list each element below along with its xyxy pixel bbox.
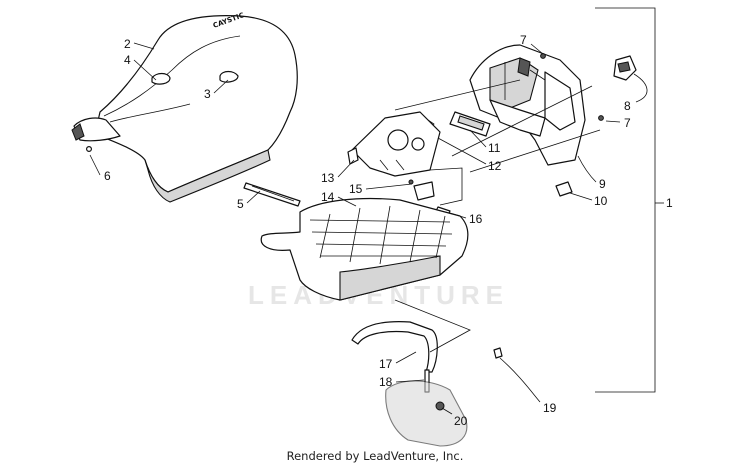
svg-text:4: 4 — [124, 53, 131, 67]
clip — [555, 181, 573, 197]
callout-18: 18 — [379, 375, 425, 389]
svg-text:1: 1 — [666, 196, 673, 210]
seat-assembly: CAYSTIC — [71, 11, 298, 203]
svg-text:10: 10 — [594, 194, 608, 208]
svg-text:17: 17 — [379, 357, 393, 371]
callout-8: 8 — [624, 73, 648, 113]
svg-text:7: 7 — [624, 116, 631, 130]
callout-2: 2 — [124, 37, 155, 51]
svg-text:13: 13 — [321, 171, 335, 185]
svg-text:3: 3 — [204, 87, 211, 101]
callout-7a: 7 — [520, 33, 544, 55]
svg-text:2: 2 — [124, 37, 131, 51]
svg-text:8: 8 — [624, 99, 631, 113]
svg-text:15: 15 — [349, 182, 363, 196]
svg-text:5: 5 — [237, 197, 244, 211]
bumper-pad — [449, 111, 491, 137]
svg-text:7: 7 — [520, 33, 527, 47]
svg-text:11: 11 — [488, 141, 501, 155]
grab-handle — [351, 321, 438, 373]
callout-5: 5 — [237, 190, 261, 211]
svg-text:6: 6 — [104, 169, 111, 183]
seat-base — [260, 197, 469, 301]
latch — [613, 55, 637, 81]
mounting-bracket — [347, 111, 441, 177]
callout-1: 1 — [655, 196, 673, 210]
seat-strap — [243, 182, 301, 207]
callout-20: 20 — [441, 407, 468, 428]
bottom-mount — [385, 380, 468, 447]
callout-13: 13 — [321, 159, 355, 185]
svg-text:18: 18 — [379, 375, 393, 389]
callout-17: 17 — [379, 351, 417, 371]
callout-15: 15 — [349, 182, 413, 196]
callout-9: 9 — [577, 155, 606, 191]
svg-text:19: 19 — [543, 401, 557, 415]
callout-19: 19 — [499, 357, 557, 415]
callout-10: 10 — [569, 192, 608, 208]
callouts: 1 2 3 4 5 6 7 7 — [89, 33, 673, 428]
callout-16: 16 — [449, 212, 483, 226]
rear-storage-bracket — [469, 44, 586, 166]
callout-7b: 7 — [605, 116, 631, 130]
svg-text:9: 9 — [599, 177, 606, 191]
footer-credit: Rendered by LeadVenture, Inc. — [286, 449, 464, 463]
small-bracket — [408, 179, 435, 201]
svg-text:12: 12 — [488, 159, 502, 173]
callout-6: 6 — [89, 154, 111, 183]
svg-text:20: 20 — [454, 414, 468, 428]
callout-3: 3 — [204, 79, 229, 101]
svg-text:16: 16 — [469, 212, 483, 226]
callout-11: 11 — [469, 129, 501, 155]
screw — [493, 347, 503, 359]
screws — [540, 53, 604, 121]
svg-text:14: 14 — [321, 190, 335, 204]
assembly-lines — [394, 7, 656, 393]
callout-14: 14 — [321, 190, 357, 207]
callout-12: 12 — [437, 137, 502, 173]
callout-4: 4 — [124, 53, 157, 81]
